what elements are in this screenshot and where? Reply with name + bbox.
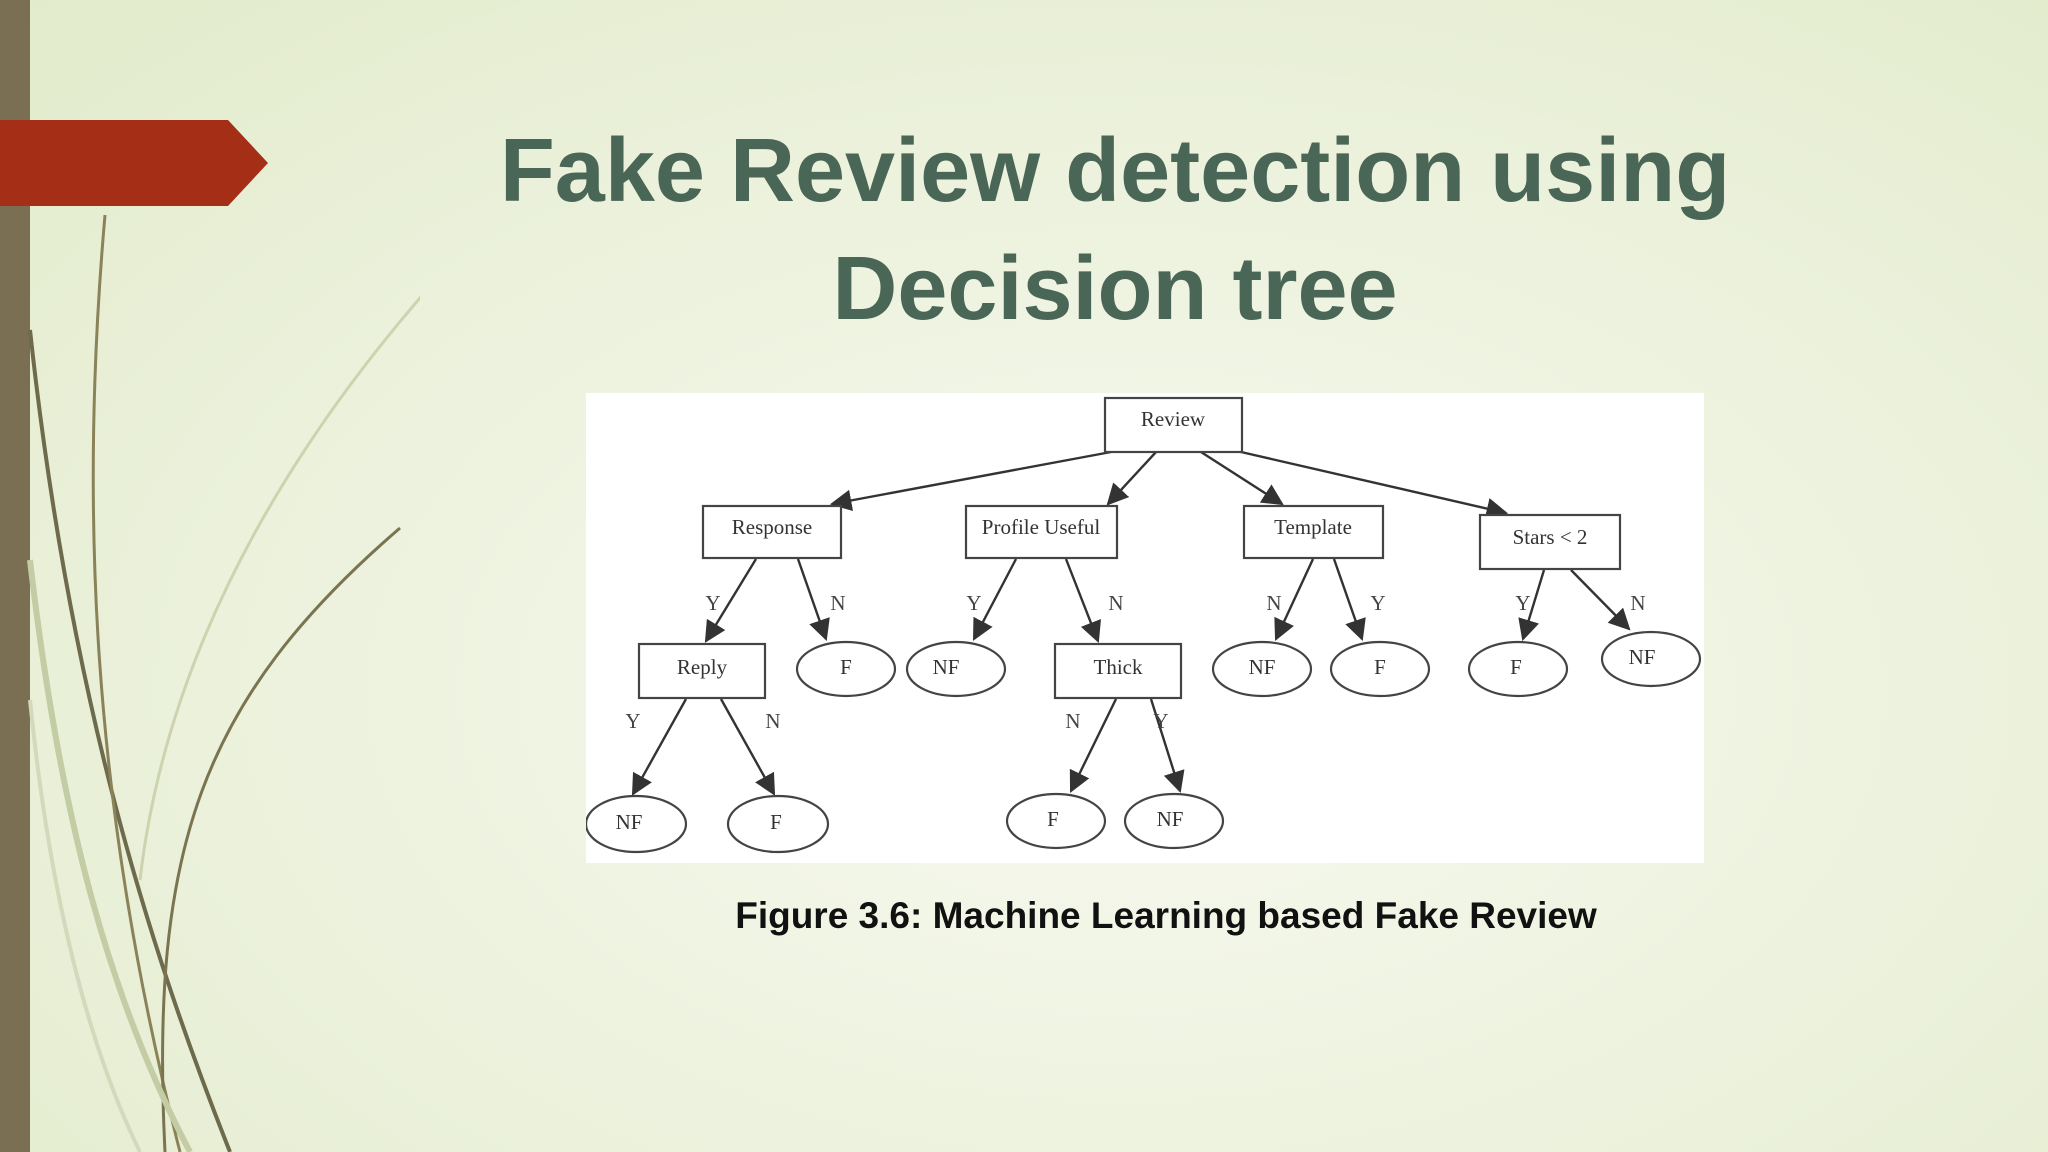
edge-label-template-y: Y xyxy=(1370,591,1385,615)
leaf-stars-n: NF xyxy=(1629,645,1656,669)
leaf-thick-n-ellipse xyxy=(1005,792,1107,850)
node-profile-box xyxy=(964,504,1119,560)
edge-thick-nf xyxy=(1149,698,1185,794)
leaf-reply-y: NF xyxy=(616,810,643,834)
node-template-box xyxy=(1242,504,1385,560)
node-stars-box xyxy=(1478,513,1622,571)
leaf-thick-y-ellipse xyxy=(1123,792,1225,850)
leaf-template-n: NF xyxy=(1249,655,1276,679)
edge-profile-thick xyxy=(1064,558,1101,644)
node-review-box xyxy=(1103,396,1244,454)
leaf-template-n-ellipse xyxy=(1211,640,1313,698)
leaf-template-y-ellipse xyxy=(1329,640,1431,698)
edge-thick-f xyxy=(1069,698,1118,793)
edge-label-profile-n: N xyxy=(1108,591,1123,615)
leaf-reply-y-ellipse xyxy=(586,794,688,854)
node-template: Template xyxy=(1274,515,1352,539)
leaf-reply-n: F xyxy=(770,810,782,834)
edge-review-stars xyxy=(1240,450,1509,520)
edge-stars-nf xyxy=(1570,569,1631,631)
edge-review-template xyxy=(1200,450,1284,506)
leaf-reply-n-ellipse xyxy=(726,794,830,854)
edge-label-template-n: N xyxy=(1266,591,1281,615)
node-response-box xyxy=(701,504,843,560)
edge-label-profile-y: Y xyxy=(966,591,981,615)
node-stars: Stars < 2 xyxy=(1513,525,1588,549)
edge-template-f xyxy=(1332,558,1366,642)
red-arrow-tab xyxy=(0,120,268,206)
edge-label-response-n: N xyxy=(830,591,845,615)
leaf-response-n: F xyxy=(840,655,852,679)
edge-label-stars-y: Y xyxy=(1515,591,1530,615)
node-thick: Thick xyxy=(1094,655,1143,679)
node-thick-box xyxy=(1053,642,1183,700)
edge-label-thick-y: Y xyxy=(1153,709,1168,733)
leaf-template-y: F xyxy=(1374,655,1386,679)
leaf-thick-y: NF xyxy=(1157,807,1184,831)
edge-label-reply-n: N xyxy=(765,709,780,733)
decision-tree-figure: Y N Y N N Y Y N Y N N Y xyxy=(586,393,1704,863)
edge-profile-nf xyxy=(972,558,1018,641)
node-profile-useful: Profile Useful xyxy=(982,515,1101,539)
edge-label-thick-n: N xyxy=(1065,709,1080,733)
leaf-profile-y-ellipse xyxy=(905,640,1007,698)
edge-reply-nf xyxy=(631,698,688,796)
decorative-swooshes xyxy=(27,214,420,1152)
leaf-thick-n: F xyxy=(1047,807,1059,831)
figure-caption: Figure 3.6: Machine Learning based Fake … xyxy=(735,895,1597,936)
edge-label-stars-n: N xyxy=(1630,591,1645,615)
edge-response-reply xyxy=(704,558,758,643)
title-line-1: Fake Review detection using xyxy=(499,121,1731,221)
edge-reply-f xyxy=(719,698,776,796)
leaf-response-n-ellipse xyxy=(795,640,897,698)
leaf-profile-y: NF xyxy=(933,655,960,679)
edge-review-response xyxy=(829,450,1112,512)
slide-title: Fake Review detection using Decision tre… xyxy=(330,112,1900,348)
edge-label-reply-y: Y xyxy=(625,709,640,733)
leaf-stars-y-ellipse xyxy=(1467,640,1569,698)
edge-template-nf xyxy=(1274,558,1315,641)
edge-response-f xyxy=(796,558,830,642)
edge-review-profile xyxy=(1106,451,1157,506)
decision-tree-diagram: Y N Y N N Y Y N Y N N Y xyxy=(586,396,1702,854)
leaf-stars-n-ellipse xyxy=(1600,630,1702,688)
edge-label-response-y: Y xyxy=(705,591,720,615)
node-response: Response xyxy=(732,515,813,539)
title-line-2: Decision tree xyxy=(832,239,1398,339)
leaf-stars-y: F xyxy=(1510,655,1522,679)
edge-stars-f xyxy=(1518,569,1546,642)
node-review: Review xyxy=(1141,407,1206,431)
node-reply-box xyxy=(637,642,767,700)
node-reply: Reply xyxy=(677,655,728,679)
